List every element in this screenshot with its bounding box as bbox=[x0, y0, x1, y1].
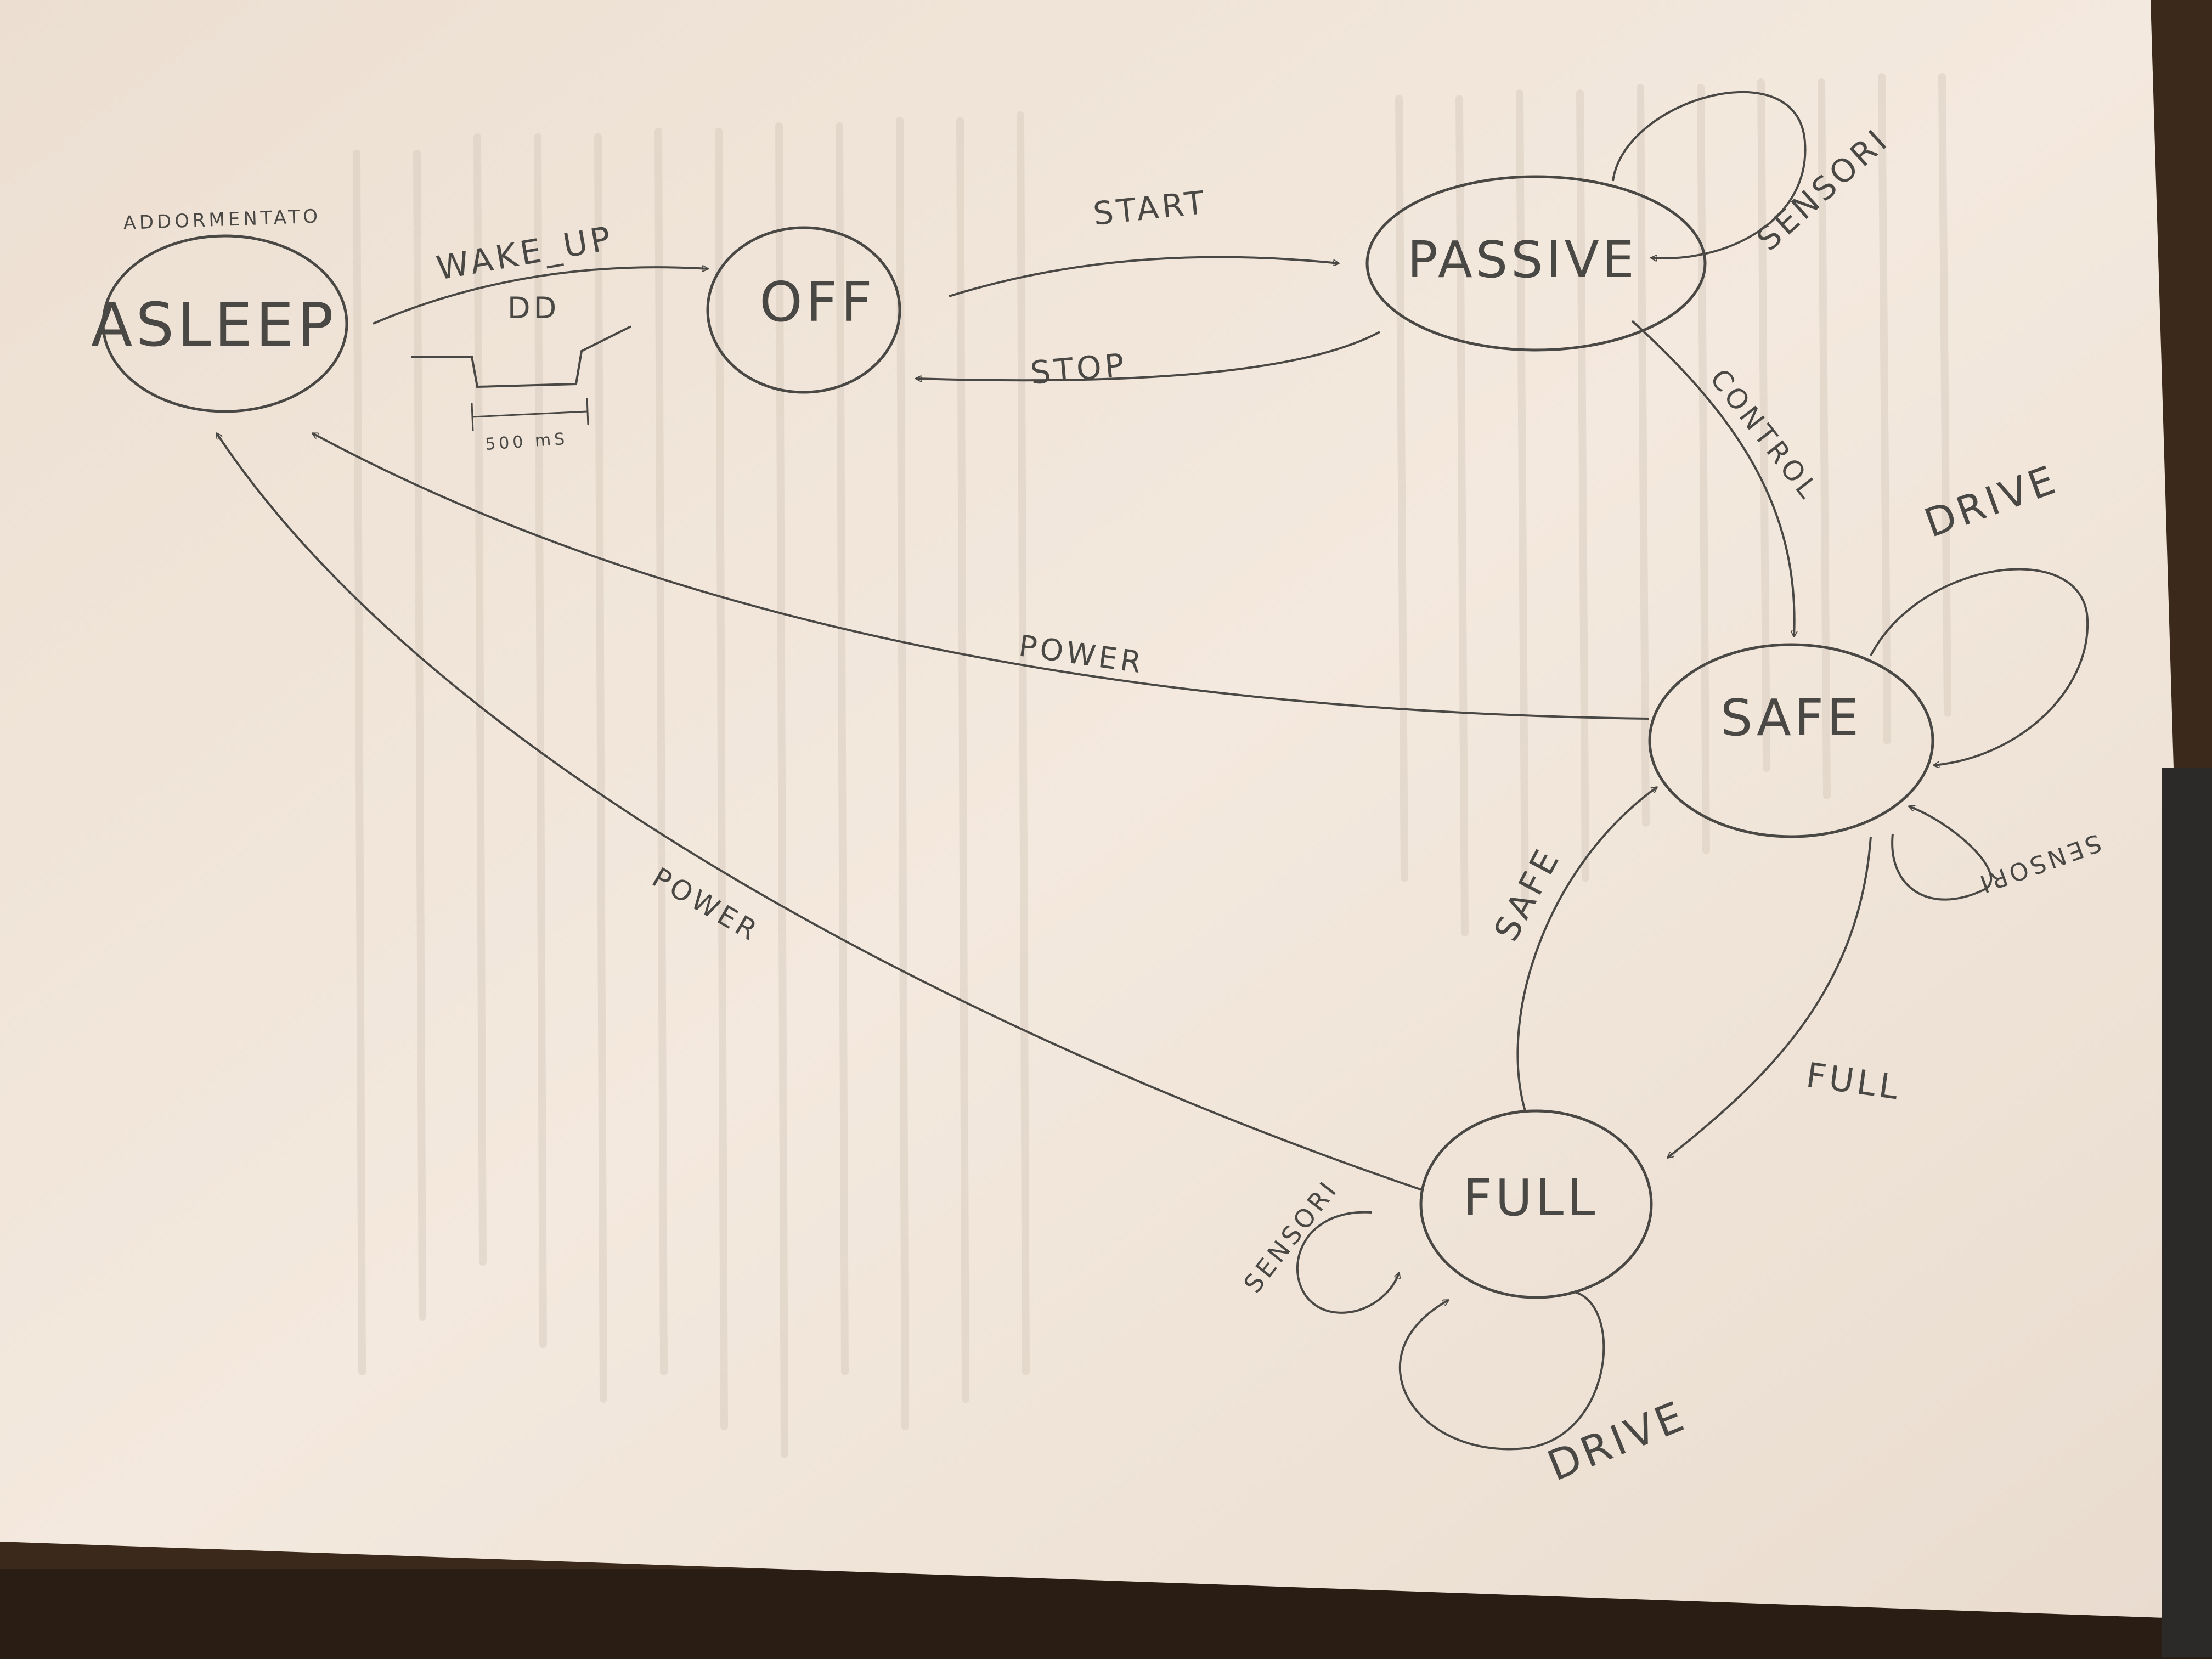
pulse-width-tick-left bbox=[471, 403, 474, 431]
state-safe-label: SAFE bbox=[1720, 689, 1862, 747]
state-asleep-label: ASLEEP bbox=[91, 290, 337, 360]
edge-power-from-safe bbox=[313, 433, 1649, 720]
state-off-label: OFF bbox=[759, 270, 876, 334]
edge-safe-sensori-loop bbox=[1891, 806, 1992, 901]
edge-control bbox=[1631, 320, 1795, 636]
bleed-through-text bbox=[353, 73, 1951, 1458]
edge-full-sensori-loop bbox=[1296, 1211, 1399, 1314]
edge-power-from-full bbox=[217, 433, 1424, 1192]
edge-wake-up bbox=[373, 267, 708, 325]
dd-pulse-waveform bbox=[411, 325, 631, 388]
state-full-label: FULL bbox=[1463, 1169, 1599, 1227]
state-asleep-node bbox=[101, 234, 348, 413]
edge-full-drive-loop bbox=[1398, 1291, 1605, 1451]
edge-safe-drive-loop bbox=[1870, 568, 2089, 765]
edge-passive-sensori-loop bbox=[1612, 91, 1807, 258]
state-safe-node bbox=[1648, 643, 1934, 838]
pulse-width-tick-right bbox=[586, 397, 589, 426]
state-full-node bbox=[1419, 1109, 1653, 1299]
paper-shadow-right bbox=[2162, 768, 2212, 1657]
edge-safe bbox=[1516, 787, 1657, 1111]
edge-full bbox=[1668, 836, 1872, 1158]
edge-stop bbox=[916, 331, 1380, 380]
label-stop: STOP bbox=[1029, 346, 1128, 392]
state-passive-label: PASSIVE bbox=[1407, 230, 1638, 289]
state-passive-node bbox=[1365, 175, 1707, 352]
edge-start bbox=[949, 256, 1339, 297]
state-off-node bbox=[706, 226, 901, 394]
pulse-width-dimension bbox=[471, 410, 588, 418]
label-dd: DD bbox=[507, 291, 560, 325]
paper-sheet bbox=[0, 0, 2181, 1618]
